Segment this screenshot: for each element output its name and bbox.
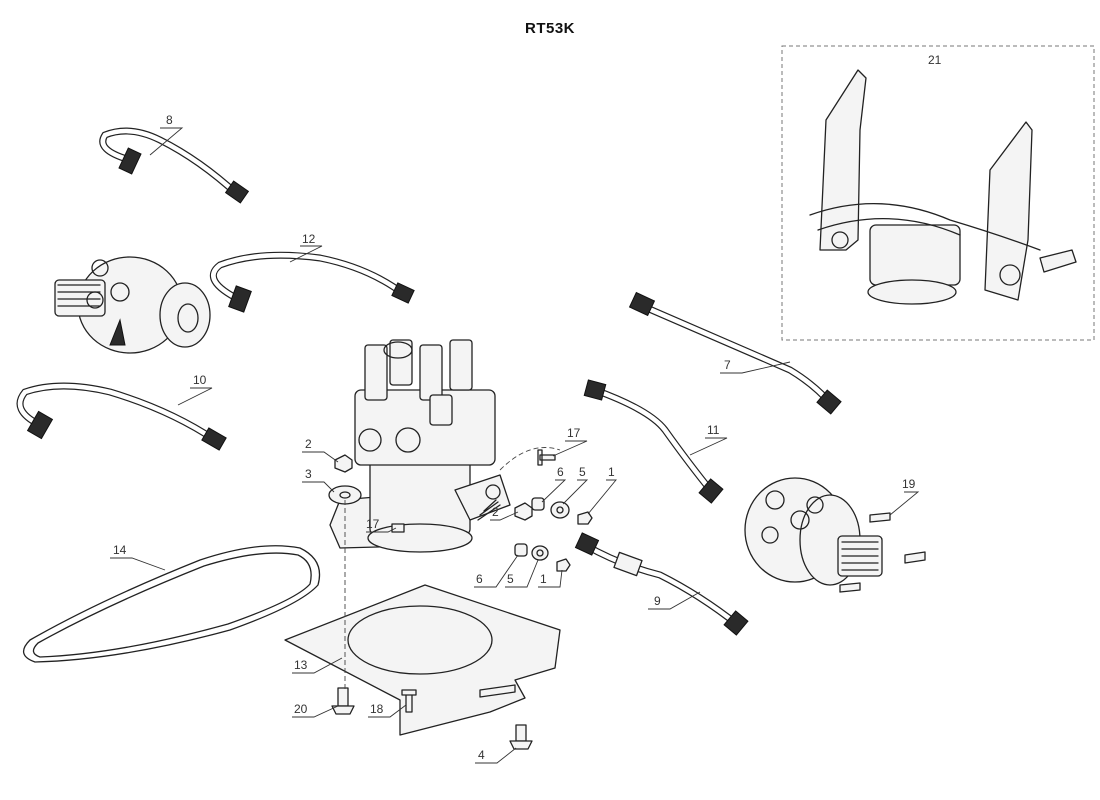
- inset-frame: [781, 45, 1095, 341]
- callout-14: 14: [113, 543, 127, 557]
- inset-hub-left: [831, 231, 849, 249]
- nut-1a: [577, 511, 593, 525]
- callout-6a: 6: [557, 465, 564, 479]
- bolt-17a: [537, 449, 556, 466]
- leader-lines: [110, 127, 920, 764]
- callout-21: 21: [928, 53, 942, 67]
- hose-11: [583, 379, 724, 504]
- bolt-20: [331, 687, 355, 715]
- pump-left: [54, 256, 211, 354]
- callout-17b: 17: [366, 517, 380, 531]
- callout-labels: 8 12 10 7 11 9 2 3 17 6 5 1 2 17 6 5 1 1…: [113, 53, 942, 762]
- nut-1b: [556, 558, 571, 572]
- alignment-line-b: [499, 447, 561, 471]
- callout-20: 20: [294, 702, 308, 716]
- bolts-19: [839, 512, 926, 593]
- hose-9: [574, 532, 749, 636]
- inset-hose-a: [809, 202, 1041, 251]
- callout-5b: 5: [507, 572, 514, 586]
- hose-10: [16, 382, 227, 451]
- inset-motor-body: [869, 224, 961, 286]
- callout-2b: 2: [492, 505, 499, 519]
- nut-2b: [514, 502, 533, 521]
- callout-2a: 2: [305, 437, 312, 451]
- spacer-6b: [514, 543, 528, 557]
- callout-19: 19: [902, 477, 916, 491]
- hose-8: [99, 127, 250, 204]
- bottom-plate-13: [284, 584, 561, 736]
- nut-2a: [334, 454, 353, 473]
- callout-13: 13: [294, 658, 308, 672]
- hose-12: [209, 251, 415, 313]
- page-title: RT53K: [524, 20, 575, 37]
- bolt-17b: [391, 523, 405, 533]
- central-unit: [329, 339, 511, 553]
- callout-5a: 5: [579, 465, 586, 479]
- bolt-4: [509, 724, 533, 750]
- callout-6b: 6: [476, 572, 483, 586]
- callout-11: 11: [707, 423, 720, 437]
- inset-motor-base: [867, 279, 957, 305]
- callout-12: 12: [302, 232, 316, 246]
- inset-lever: [1039, 249, 1077, 273]
- pump-right: [744, 477, 883, 586]
- callout-9: 9: [654, 594, 661, 608]
- belt-14: [23, 545, 321, 663]
- washer-5a: [550, 501, 570, 519]
- washer-5b: [531, 545, 549, 561]
- callout-1b: 1: [540, 572, 547, 586]
- callout-7: 7: [724, 358, 731, 372]
- hardware: [328, 449, 593, 572]
- inset-right-plate: [984, 121, 1033, 301]
- callout-10: 10: [193, 373, 207, 387]
- callout-18: 18: [370, 702, 384, 716]
- callout-3: 3: [305, 467, 312, 481]
- bolt-18: [401, 689, 417, 713]
- inset-hose-b: [817, 217, 961, 236]
- callout-1a: 1: [608, 465, 615, 479]
- spacer-6a: [531, 497, 545, 511]
- callout-4: 4: [478, 748, 485, 762]
- callout-8: 8: [166, 113, 173, 127]
- hose-7: [628, 291, 842, 415]
- inset-assembly-21: [781, 45, 1095, 341]
- inset-hub-right: [999, 264, 1021, 286]
- callout-17a: 17: [567, 426, 581, 440]
